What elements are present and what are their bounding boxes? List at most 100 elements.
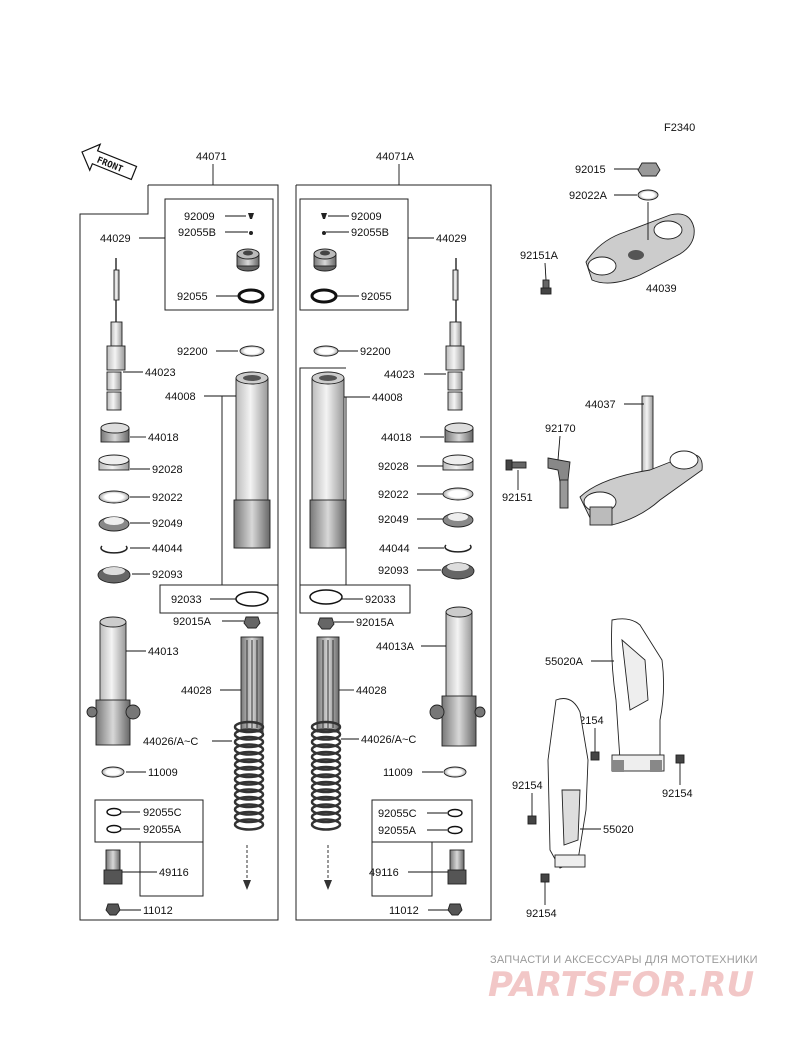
- inner-tube-icon: [309, 371, 347, 549]
- label-11009-right: 11009: [383, 767, 413, 779]
- washer-icon: [443, 766, 467, 778]
- label-92022-right: 92022: [378, 489, 409, 501]
- ball-icon: [322, 231, 326, 235]
- washer-icon: [239, 345, 265, 357]
- washer-icon: [98, 490, 130, 504]
- spring-coil: [310, 780, 342, 794]
- label-44026-right: 44026/A~C: [361, 734, 416, 746]
- label-44039: 44039: [646, 283, 677, 295]
- spring-coil: [233, 720, 265, 734]
- spring-coil: [233, 795, 265, 809]
- inner-tube-icon: [233, 371, 271, 549]
- label-44037: 44037: [585, 399, 616, 411]
- o-ring-icon: [310, 288, 338, 304]
- label-44023-left: 44023: [145, 367, 176, 379]
- label-11009-left: 11009: [148, 767, 178, 779]
- oil-seal-icon: [442, 512, 474, 528]
- bolt-icon: [527, 815, 537, 825]
- bolt-icon: [447, 903, 463, 916]
- label-44018-right: 44018: [381, 432, 412, 444]
- spring-coil: [310, 788, 342, 801]
- spring-coil: [233, 750, 265, 764]
- spring-coil: [310, 758, 342, 771]
- o-ring-icon: [237, 288, 265, 304]
- bushing-icon: [100, 422, 130, 443]
- front-arrow-icon: FRONT: [81, 143, 138, 181]
- label-44029-right: 44029: [436, 233, 467, 245]
- label-92028-right: 92028: [378, 461, 409, 473]
- label-92154-d: 92154: [526, 908, 557, 920]
- assembly-outline-right: [295, 184, 492, 921]
- label-11012-right: 11012: [389, 905, 419, 917]
- spring-coil: [233, 780, 265, 794]
- watermark-tagline: ЗАПЧАСТИ И АКСЕССУАРЫ ДЛЯ МОТОТЕХНИКИ: [490, 954, 758, 966]
- seal-box-right: [371, 799, 473, 843]
- bolt-icon: [505, 459, 527, 471]
- o-ring-icon: [106, 824, 122, 834]
- label-44029-left: 44029: [100, 233, 131, 245]
- label-44008-left: 44008: [165, 391, 196, 403]
- outer-tube-icon: [86, 616, 141, 746]
- spring-coil: [310, 810, 342, 824]
- label-44018-left: 44018: [148, 432, 179, 444]
- base-valve-icon: [447, 849, 467, 885]
- spring-coil: [233, 803, 265, 816]
- screw-icon: [248, 213, 254, 219]
- spring-coil: [310, 750, 342, 764]
- label-92009-right: 92009: [351, 211, 382, 223]
- label-49116-right: 49116: [369, 867, 399, 879]
- label-92055b-right: 92055B: [351, 227, 389, 239]
- spring-guide-icon: [240, 636, 264, 733]
- cap-bolt-icon: [236, 248, 260, 272]
- bolt-icon: [540, 279, 552, 295]
- spring-coil: [233, 788, 265, 801]
- washer-icon: [637, 189, 659, 201]
- washer-icon: [313, 345, 339, 357]
- seal-box-left: [94, 799, 204, 843]
- label-92022a: 92022A: [569, 190, 608, 202]
- label-92049-left: 92049: [152, 518, 183, 530]
- label-44028-right: 44028: [356, 685, 387, 697]
- label-55020: 55020: [603, 824, 634, 836]
- cap-bolt-icon: [313, 248, 337, 272]
- label-92028-left: 92028: [152, 464, 183, 476]
- label-92022-left: 92022: [152, 492, 183, 504]
- label-49116-left: 49116: [159, 867, 189, 879]
- diagram-id: F2340: [664, 122, 695, 134]
- watermark-logo: PARTSFOR.RU: [488, 965, 754, 1005]
- fork-guard-icon: [547, 698, 589, 869]
- spring-coil: [310, 773, 342, 786]
- cable-guide-icon: [547, 457, 571, 509]
- guide-bushing-icon: [442, 454, 474, 471]
- snap-ring-icon: [100, 545, 128, 554]
- label-92055c-right: 92055C: [378, 808, 417, 820]
- label-92055a-right: 92055A: [378, 825, 417, 837]
- label-92055-left: 92055: [177, 291, 208, 303]
- snap-ring-icon: [444, 544, 472, 553]
- label-92055b-left: 92055B: [178, 227, 216, 239]
- label-92033-right: 92033: [365, 594, 396, 606]
- label-92055a-left: 92055A: [143, 824, 182, 836]
- assembly-label-left: 44071: [196, 151, 227, 163]
- damper-rod-icon: [106, 258, 126, 411]
- upper-triple-clamp-icon: [585, 213, 695, 284]
- oil-seal-icon: [98, 516, 130, 532]
- spring-coil: [310, 728, 342, 741]
- label-92151a: 92151A: [520, 250, 559, 262]
- label-92170: 92170: [545, 423, 576, 435]
- dust-seal-icon: [441, 562, 475, 580]
- o-ring-box-left: [159, 584, 279, 614]
- nut-icon: [637, 162, 661, 177]
- bushing-icon: [444, 422, 474, 443]
- fork-guard-icon: [611, 618, 665, 772]
- base-valve-icon: [103, 849, 123, 885]
- label-92154-c: 92154: [512, 780, 543, 792]
- label-92015: 92015: [575, 164, 606, 176]
- label-92151: 92151: [502, 492, 533, 504]
- spring-coil: [233, 743, 265, 756]
- label-92055c-left: 92055C: [143, 807, 182, 819]
- label-92015a-left: 92015A: [173, 616, 212, 628]
- bolt-icon: [105, 903, 121, 916]
- dust-seal-icon: [97, 566, 131, 584]
- outer-tube-icon: [429, 606, 486, 747]
